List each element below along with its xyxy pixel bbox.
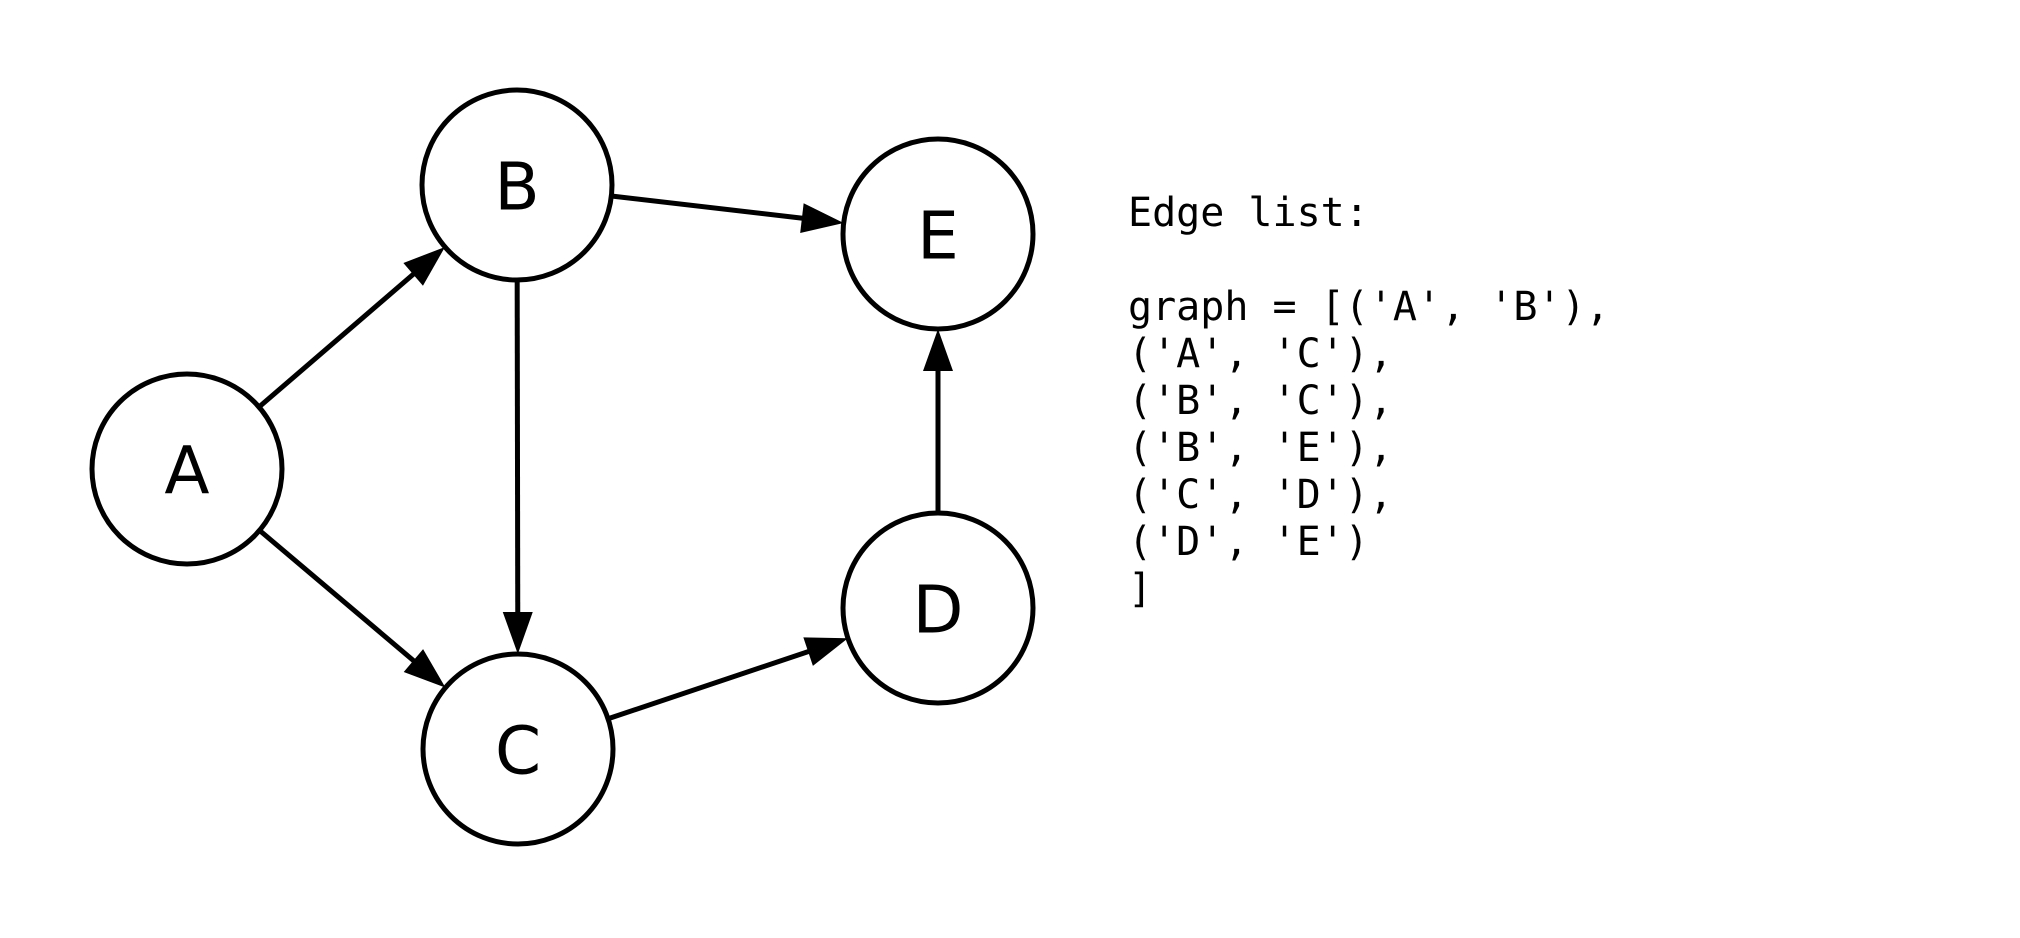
node-label: B xyxy=(494,149,539,226)
nodes-layer: A B C D E xyxy=(89,87,1036,847)
node-circle[interactable] xyxy=(840,510,1036,706)
arrowhead-icon xyxy=(800,203,844,234)
node-circle[interactable] xyxy=(89,371,285,567)
graph-node-a[interactable]: A xyxy=(89,371,285,567)
node-label: E xyxy=(917,198,959,275)
arrowhead-icon xyxy=(502,611,533,655)
edge-line xyxy=(257,528,419,666)
arrowhead-icon xyxy=(923,329,953,371)
edge-c-to-d xyxy=(607,637,848,722)
graph-node-b[interactable]: B xyxy=(419,87,615,283)
edge-d-to-e xyxy=(923,329,953,513)
graph-node-c[interactable]: C xyxy=(420,651,616,847)
edge-line xyxy=(607,647,813,722)
arrowhead-icon xyxy=(403,649,446,688)
edge-list-code: graph = [('A', 'B'), ('A', 'C'), ('B', '… xyxy=(1128,284,1610,612)
edge-line xyxy=(611,193,807,222)
node-label: C xyxy=(495,713,541,790)
graph-node-d[interactable]: D xyxy=(840,510,1036,706)
edge-list-panel: Edge list: graph = [('A', 'B'), ('A', 'C… xyxy=(1128,190,1948,613)
edge-b-to-e xyxy=(611,193,844,234)
node-label: D xyxy=(913,572,964,649)
node-circle[interactable] xyxy=(840,136,1036,332)
arrowhead-icon xyxy=(803,637,848,666)
graph-svg: A B C D E xyxy=(89,87,1036,847)
arrowhead-icon xyxy=(403,246,445,286)
graph-node-e[interactable]: E xyxy=(840,136,1036,332)
edge-a-to-b xyxy=(257,246,445,409)
edge-a-to-c xyxy=(257,528,446,688)
edges-layer xyxy=(257,193,953,722)
edge-line xyxy=(257,269,418,409)
node-circle[interactable] xyxy=(420,651,616,847)
node-label: A xyxy=(164,433,209,510)
node-circle[interactable] xyxy=(419,87,615,283)
edge-b-to-c xyxy=(502,279,533,655)
edge-list-heading: Edge list: xyxy=(1128,190,1369,236)
edge-line xyxy=(514,279,521,617)
